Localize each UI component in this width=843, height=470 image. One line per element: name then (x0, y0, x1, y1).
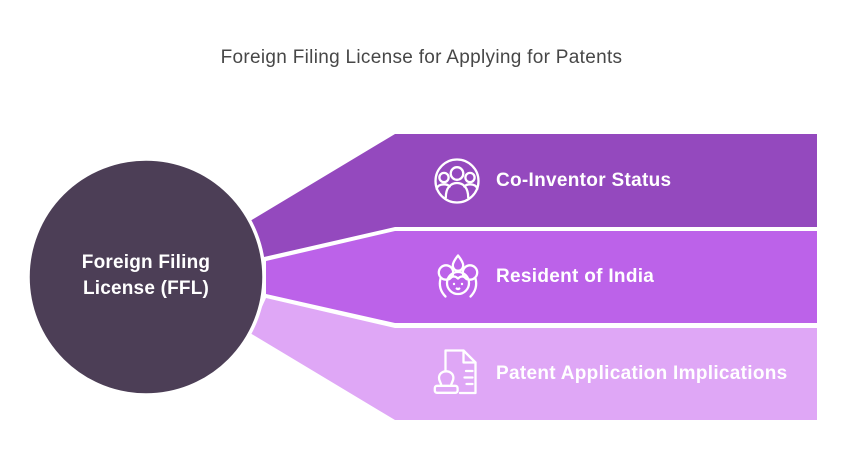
stamped-document-icon (433, 349, 477, 395)
label-patent-application-implications: Patent Application Implications (496, 363, 788, 384)
indian-woman-icon (437, 254, 479, 298)
left-eye-dot (452, 282, 456, 286)
page-title: Foreign Filing License for Applying for … (220, 47, 623, 68)
banner-resident-of-india (266, 231, 817, 323)
banner-patent-application-implications (250, 298, 817, 420)
label-co-inventor-status: Co-Inventor Status (496, 170, 672, 191)
label-resident-of-india: Resident of India (496, 266, 655, 287)
banner-co-inventor-status (250, 134, 817, 257)
center-label-line1: Foreign Filing (81, 252, 211, 273)
center-circle (26, 157, 266, 397)
center-label-line2: License (FFL) (82, 278, 210, 299)
right-eye-dot (460, 282, 464, 286)
center-circle-label: Foreign Filing License (FFL) (26, 250, 266, 302)
co-inventors-icon (434, 158, 480, 204)
